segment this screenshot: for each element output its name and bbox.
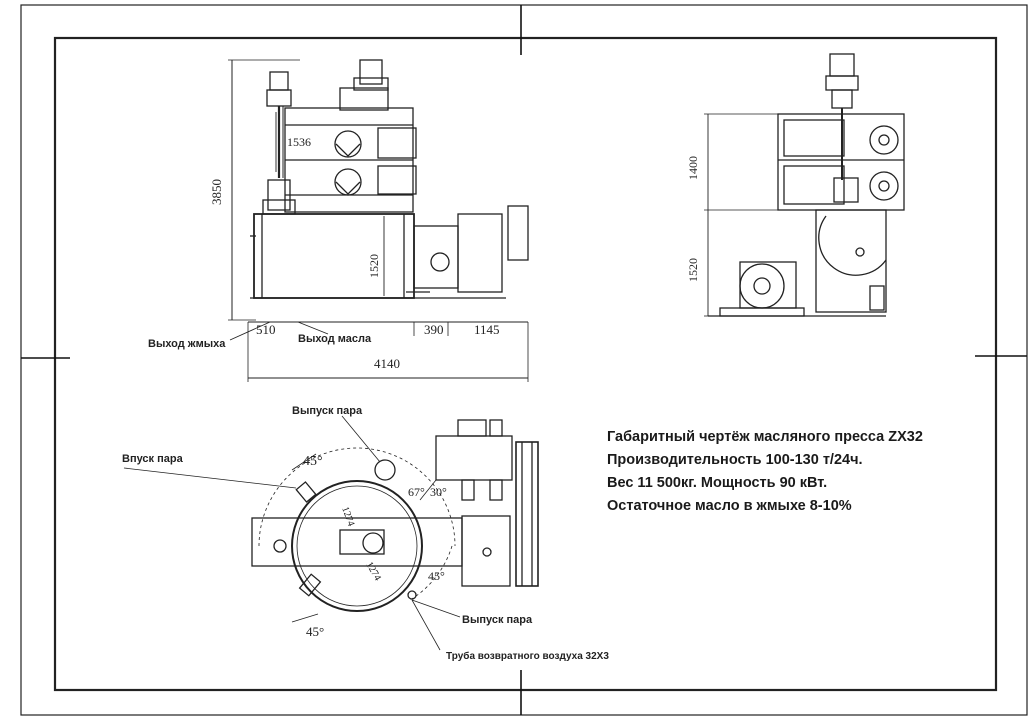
spec-capacity: Производительность 100-130 т/24ч.: [607, 452, 863, 468]
label-steam-outlet-top: Выпуск пара: [292, 405, 363, 417]
upper-cooker-disc: [334, 130, 362, 158]
dim-upper-height: 1536: [287, 135, 311, 149]
dim-mid-offset: 390: [424, 322, 444, 337]
end-motor-base: [719, 307, 805, 317]
dim-end-lower-height: 1520: [686, 258, 700, 282]
spec-weight-power: Вес 11 500кг. Мощность 90 кВт.: [607, 475, 827, 491]
specs-block: Габаритный чертёж масляного пресса ZX32 …: [607, 429, 923, 514]
steam-inlet-port: [295, 481, 317, 503]
steam-outlet-port-top: [374, 459, 396, 481]
label-steam-outlet-bottom: Выпуск пара: [462, 614, 533, 626]
press-cylinder: [253, 213, 415, 299]
top-view: [123, 415, 539, 651]
dim-left-offset: 510: [256, 322, 276, 337]
label-return-air-pipe: Труба возвратного воздуха 32Х3: [446, 650, 609, 662]
top-view-gearbox: [461, 515, 511, 587]
label-cake-outlet: Выход жмыха: [148, 338, 226, 350]
label-oil-outlet: Выход масла: [298, 333, 372, 345]
angle-30: 30°: [430, 485, 447, 499]
end-top-motor: [829, 53, 855, 77]
end-upper-disc: [869, 125, 899, 155]
top-view-motor: [435, 435, 513, 481]
cake-outlet-leader: [229, 321, 271, 341]
top-drive-motor: [359, 59, 383, 85]
dim-right-offset: 1145: [474, 322, 500, 337]
dim-overall-height: 3850: [209, 179, 224, 205]
end-gear-motor: [833, 177, 859, 203]
label-steam-inlet: Впуск пара: [122, 453, 184, 465]
dim-radius-2: 1274: [363, 560, 383, 583]
side-view: [228, 59, 529, 382]
dim-end-upper-height: 1400: [686, 156, 700, 180]
steam-outlet-port-bottom: [407, 590, 417, 600]
end-view: [704, 53, 905, 317]
top-motor-box: [269, 71, 289, 91]
spec-residual-oil: Остаточное масло в жмыхе 8-10%: [607, 498, 852, 514]
end-lower-disc: [869, 171, 899, 201]
gear-box: [413, 225, 459, 289]
top-view-crossbar: [251, 517, 463, 567]
spec-title: Габаритный чертёж масляного пресса ZX32: [607, 429, 923, 445]
angle-right: 45°: [428, 569, 445, 583]
sheet-inner-frame: [53, 36, 998, 692]
pulley: [507, 205, 529, 261]
dim-overall-length: 4140: [374, 356, 400, 371]
sheet-outer-frame: [20, 4, 1028, 716]
top-view-barrel: [291, 480, 423, 612]
angle-bottom-left: 45°: [306, 624, 324, 639]
main-motor: [457, 213, 503, 293]
centering-marks: [21, 5, 1027, 715]
top-view-belt: [515, 441, 539, 587]
lower-cooker-disc: [334, 168, 362, 196]
angle-top-left: 45°: [303, 454, 323, 469]
angle-67: 67°: [408, 485, 425, 499]
oil-outlet-leader: [297, 321, 329, 335]
end-main-motor: [739, 263, 785, 309]
dim-cylinder-height: 1520: [367, 254, 381, 278]
dim-radius-1: 1274: [339, 505, 356, 528]
